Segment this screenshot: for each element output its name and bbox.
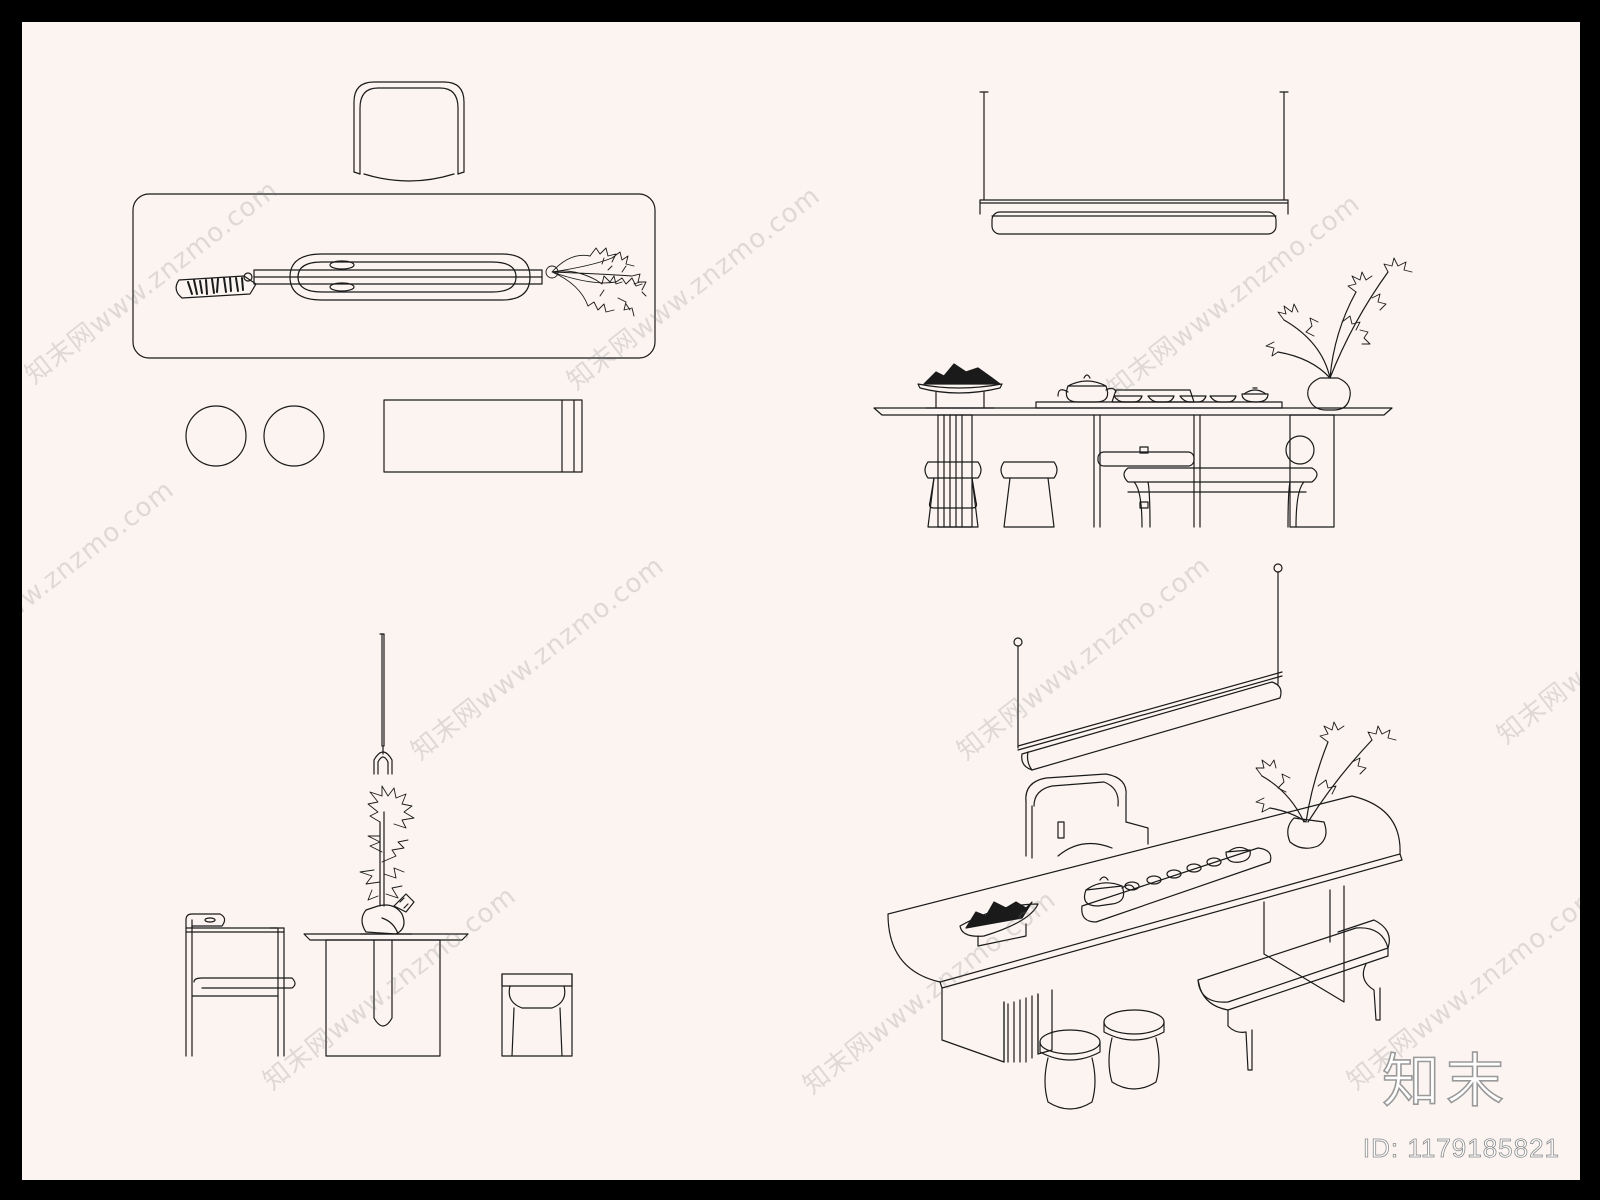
axo-rock	[959, 901, 1039, 947]
axo-vase-plant	[1255, 721, 1397, 849]
front-elevation	[873, 91, 1413, 528]
image-id-label: ID: 1179185821	[1362, 1133, 1560, 1164]
drawing-sheet: 知末网www.znzmo.com 知末网www.znzmo.com 知末网www…	[22, 22, 1580, 1180]
front-bench	[1123, 435, 1318, 528]
axo-stool-2	[1103, 1009, 1165, 1090]
front-stool-1	[924, 461, 982, 528]
front-chair	[1093, 389, 1201, 528]
side-small-chair	[501, 973, 573, 1057]
axonometric-view	[887, 563, 1403, 1110]
axo-bench	[1197, 919, 1390, 1071]
side-lamp	[373, 633, 393, 775]
plan-view	[132, 81, 656, 473]
axo-chair	[1025, 773, 1149, 859]
axo-stool-1	[1039, 1029, 1101, 1110]
front-lamp	[979, 91, 1289, 235]
axo-tea-set	[1083, 846, 1251, 907]
front-vase-plant	[1265, 257, 1413, 411]
front-tea-set	[1035, 374, 1283, 409]
brand-logo: 知末	[1381, 1046, 1510, 1116]
plan-stool-1	[185, 405, 247, 467]
side-table	[303, 933, 469, 1057]
front-rock	[917, 363, 1003, 409]
plan-lamp	[253, 253, 543, 301]
plan-chair	[353, 81, 465, 182]
plan-rock	[175, 272, 257, 299]
side-vase-plant	[359, 785, 415, 935]
plan-stool-2	[263, 405, 325, 467]
plan-plant	[545, 247, 647, 317]
front-stool-2	[1000, 461, 1058, 528]
cad-drawing	[132, 81, 1413, 1110]
plan-table-top	[132, 193, 656, 359]
axo-table	[887, 795, 1403, 1063]
side-elevation	[185, 633, 573, 1057]
axo-lamp	[1013, 563, 1283, 771]
plan-bench	[383, 399, 583, 473]
side-chair	[185, 913, 296, 1057]
